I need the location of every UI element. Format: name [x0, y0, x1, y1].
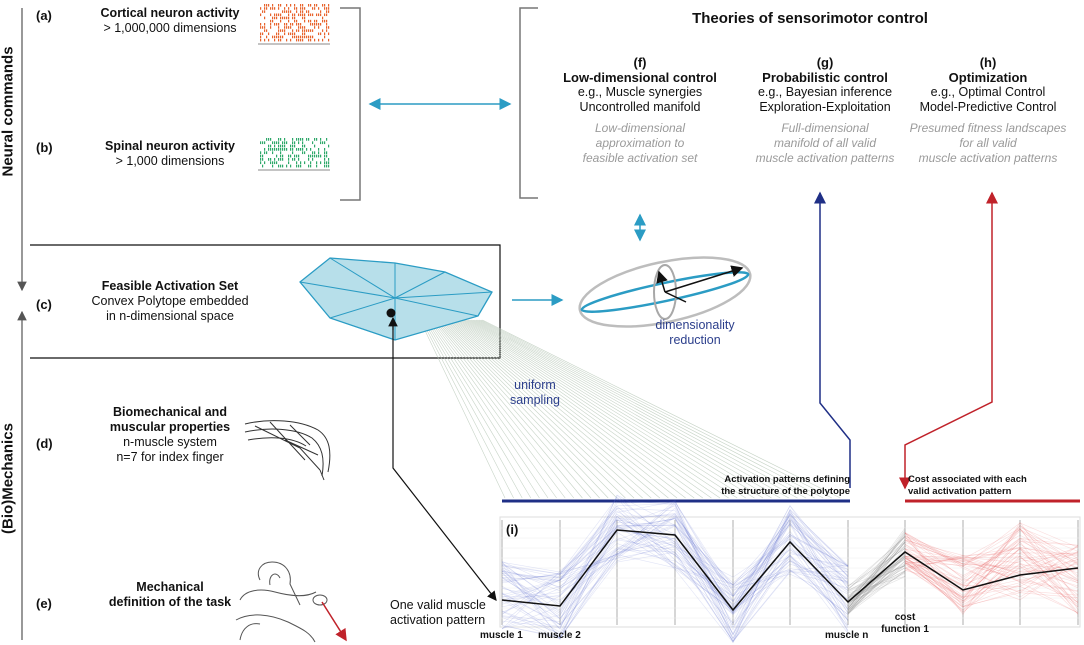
row-c-sub2: in n-dimensional space: [106, 309, 234, 323]
hand-sketch: [235, 561, 328, 643]
dimensionality-label: dimensionality reduction: [630, 318, 760, 348]
neural-bracket: [340, 7, 361, 201]
polytope: [299, 257, 493, 341]
theory-f-g1: Low-dimensional: [594, 121, 686, 135]
tag-i: (i): [506, 522, 519, 537]
valid-line2: activation pattern: [390, 613, 486, 627]
theory-g-tag: (g): [816, 55, 834, 70]
axis-cost-function: cost function 1: [880, 612, 930, 636]
row-a-sub: > 1,000,000 dimensions: [103, 21, 237, 35]
cost-axis-l1: cost: [894, 612, 916, 623]
tag-a: (a): [36, 8, 52, 23]
theory-h-title: Optimization: [948, 70, 1028, 85]
theory-g-l2: Exploration-Exploitation: [759, 100, 891, 114]
cost-label: Cost associated with each valid activati…: [908, 474, 1078, 498]
row-e-text: Mechanical definition of the task: [70, 580, 270, 610]
reduction-ellipse: [578, 256, 752, 328]
axis-muscle-2: muscle 2: [538, 630, 581, 641]
sampling-fan: [419, 319, 841, 499]
row-e-title1: Mechanical: [136, 580, 204, 594]
theory-h-g3: muscle activation patterns: [918, 151, 1058, 165]
theory-h-l2: Model-Predictive Control: [919, 100, 1057, 114]
activation-patterns-label: Activation patterns defining the structu…: [690, 474, 850, 498]
cost-line2: valid activation pattern: [908, 486, 1012, 497]
theory-h-l1: e.g., Optimal Control: [930, 85, 1046, 99]
parallel-coordinates: [500, 494, 1080, 644]
valid-pattern-link: [392, 320, 497, 601]
force-arrow: [321, 601, 347, 642]
theory-f-l1: e.g., Muscle synergies: [577, 85, 703, 99]
theory-g-g2: manifold of all valid: [773, 136, 877, 150]
uniform-sampling-label: uniform sampling: [490, 378, 580, 408]
dim-line1: dimensionality: [655, 318, 735, 332]
theory-g-g3: muscle activation patterns: [755, 151, 895, 165]
row-b-title: Spinal neuron activity: [105, 139, 235, 153]
feasible-set-box: [30, 244, 501, 359]
theory-g: (g) Probabilistic control e.g., Bayesian…: [730, 55, 920, 166]
theory-h-tag: (h): [979, 55, 997, 70]
tag-e: (e): [36, 596, 52, 611]
row-c-sub1: Convex Polytope embedded: [91, 294, 249, 308]
row-d-sub2: n=7 for index finger: [116, 450, 224, 464]
theory-h: (h) Optimization e.g., Optimal Control M…: [895, 55, 1081, 166]
row-d-title1: Biomechanical and: [113, 405, 227, 419]
row-e-title2: definition of the task: [108, 595, 232, 609]
tag-d: (d): [36, 436, 53, 451]
theory-g-g1: Full-dimensional: [781, 121, 869, 135]
theory-f: (f) Low-dimensional control e.g., Muscle…: [545, 55, 735, 166]
valid-pattern-label: One valid muscle activation pattern: [390, 598, 510, 628]
theories-heading: Theories of sensorimotor control: [692, 10, 928, 27]
row-c-text: Feasible Activation Set Convex Polytope …: [70, 279, 270, 324]
uni-line2: sampling: [509, 393, 561, 407]
axis-muscle-1: muscle 1: [480, 630, 523, 641]
cortical-raster: [260, 4, 330, 42]
valid-line1: One valid muscle: [390, 598, 486, 612]
act-line1: Activation patterns defining: [724, 474, 850, 485]
theory-f-title: Low-dimensional control: [563, 70, 717, 85]
probabilistic-link: [814, 191, 851, 488]
act-line2: the structure of the polytope: [721, 486, 850, 497]
uni-line1: uniform: [514, 378, 556, 392]
theory-g-title: Probabilistic control: [762, 70, 888, 85]
cost-line1: Cost associated with each: [908, 474, 1027, 485]
row-a-text: Cortical neuron activity > 1,000,000 dim…: [70, 6, 270, 36]
row-d-title2: muscular properties: [109, 420, 231, 434]
row-d-text: Biomechanical and muscular properties n-…: [70, 405, 270, 465]
neural-commands-title: Neural commands: [0, 46, 17, 177]
row-d-sub1: n-muscle system: [123, 435, 217, 449]
row-a-title: Cortical neuron activity: [100, 6, 240, 20]
dim-line2: reduction: [669, 333, 721, 347]
theory-h-g2: for all valid: [959, 136, 1017, 150]
row-c-title: Feasible Activation Set: [101, 279, 239, 293]
cost-axis-l2: function 1: [881, 624, 929, 635]
row-b-sub: > 1,000 dimensions: [115, 154, 225, 168]
theory-g-l1: e.g., Bayesian inference: [757, 85, 893, 99]
biomechanics-title: (Bio)Mechanics: [0, 423, 17, 534]
finger-sketch: [244, 420, 331, 481]
tag-c: (c): [36, 297, 52, 312]
theories-bracket: [519, 7, 538, 199]
optimization-link: [899, 193, 993, 490]
theory-f-g3: feasible activation set: [582, 151, 698, 165]
axis-muscle-n: muscle n: [825, 630, 869, 641]
theory-f-g2: approximation to: [595, 136, 685, 150]
tag-b: (b): [36, 140, 53, 155]
theory-h-g1: Presumed fitness landscapes: [909, 121, 1067, 135]
spinal-raster: [260, 138, 330, 168]
theory-f-tag: (f): [633, 55, 647, 70]
row-b-text: Spinal neuron activity > 1,000 dimension…: [70, 139, 270, 169]
theory-f-l2: Uncontrolled manifold: [579, 100, 701, 114]
